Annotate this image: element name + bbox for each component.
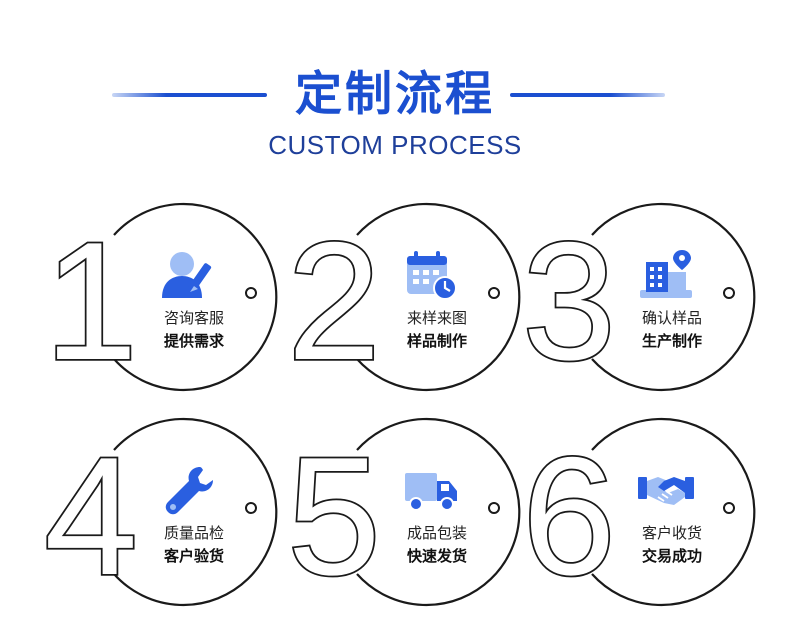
handshake-icon bbox=[638, 477, 694, 505]
step-number: 1 bbox=[43, 207, 140, 395]
calendar-clock-icon bbox=[407, 251, 457, 300]
page-title: 定制流程 bbox=[295, 67, 495, 122]
step-label: 质量品检 bbox=[163, 524, 224, 542]
step-label: 成品包装 bbox=[406, 524, 467, 542]
step-5: 5 成品包装 快速发货 bbox=[286, 417, 545, 610]
wrench-icon bbox=[165, 467, 213, 515]
title-divider-left bbox=[112, 93, 267, 97]
step-3: 3 确认样品 生产制作 bbox=[521, 202, 780, 395]
page-subtitle: CUSTOM PROCESS bbox=[268, 130, 522, 160]
step-ring bbox=[113, 417, 278, 607]
delivery-truck-icon bbox=[405, 473, 457, 511]
step-ring bbox=[591, 417, 756, 607]
step-label: 咨询客服 bbox=[163, 309, 224, 327]
step-number: 6 bbox=[521, 422, 618, 610]
step-number: 2 bbox=[286, 207, 383, 395]
step-number: 3 bbox=[521, 207, 618, 395]
step-label: 客户收货 bbox=[641, 524, 702, 542]
step-sublabel: 交易成功 bbox=[641, 547, 702, 565]
step-ring bbox=[356, 417, 521, 607]
step-2: 2 来样来图 样品制作 bbox=[286, 202, 545, 395]
step-sublabel: 提供需求 bbox=[163, 332, 224, 350]
step-ring bbox=[356, 202, 521, 392]
step-sublabel: 生产制作 bbox=[641, 332, 702, 350]
title-divider-right bbox=[510, 93, 665, 97]
step-sublabel: 客户验货 bbox=[163, 547, 224, 565]
step-ring bbox=[113, 202, 278, 392]
step-sublabel: 快速发货 bbox=[406, 547, 467, 565]
step-ring bbox=[591, 202, 756, 392]
step-4: 4 质量品检 客户验货 bbox=[43, 417, 302, 610]
step-number: 4 bbox=[43, 422, 140, 610]
factory-icon bbox=[640, 250, 692, 298]
step-number: 5 bbox=[286, 422, 383, 610]
step-6: 6 客户收货 交易成功 bbox=[521, 417, 780, 610]
step-label: 确认样品 bbox=[641, 309, 702, 327]
customer-service-icon bbox=[162, 252, 212, 298]
step-sublabel: 样品制作 bbox=[406, 332, 467, 350]
step-label: 来样来图 bbox=[406, 309, 467, 327]
step-1: 1 咨询客服 提供需求 bbox=[43, 202, 302, 395]
